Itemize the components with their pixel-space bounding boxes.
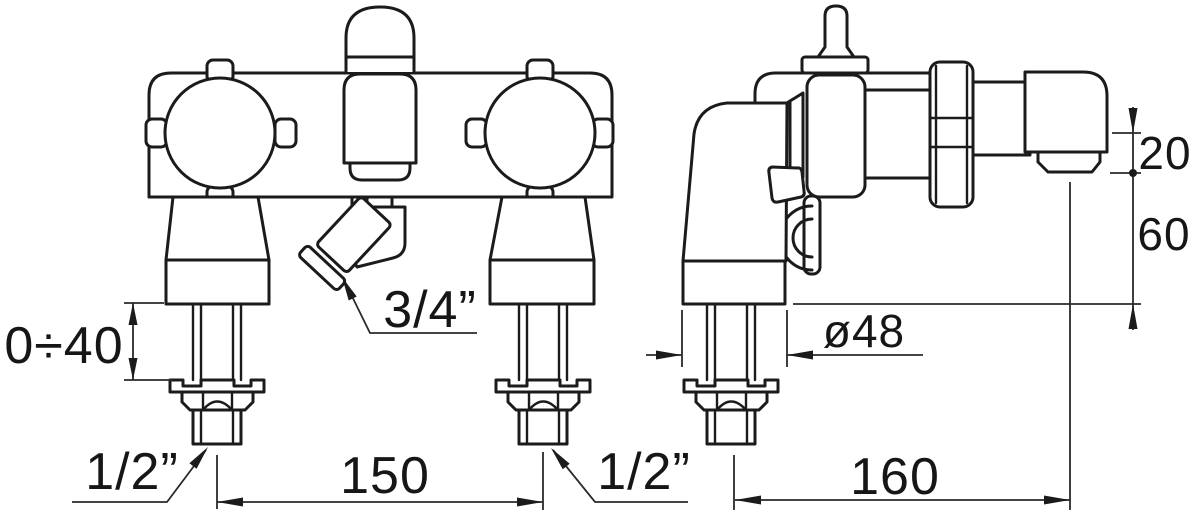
dimension-label-offset-range: 0÷40 [4, 317, 123, 375]
dimension-column-diameter: ø48 [646, 305, 923, 367]
shower-hose-outlet [298, 195, 407, 292]
right-inlet-leg [488, 195, 596, 446]
left-handle [144, 58, 298, 210]
diverter-knob [344, 5, 416, 74]
dimension-hole-spacing: 150 [216, 447, 544, 510]
dimension-offset-range: 0÷40 [4, 302, 172, 381]
dimension-label-hose-thread: 3/4” [383, 281, 477, 339]
side-inlet-shank [682, 302, 780, 446]
dimension-label-spout-height: 60 [1137, 208, 1190, 260]
dimension-label-spout-reach: 160 [850, 448, 940, 506]
dimension-left-inlet-thread: 1/2” [72, 443, 208, 503]
dimension-label-spout-tip-drop: 20 [1138, 127, 1191, 179]
dimension-right-inlet-thread: 1/2” [551, 443, 691, 503]
dimension-hose-thread: 3/4” [342, 277, 477, 339]
side-cartridge [805, 73, 867, 199]
dimension-label-right-inlet: 1/2” [597, 443, 691, 501]
dimension-label-left-inlet: 1/2” [85, 443, 179, 501]
side-view [681, 4, 1109, 446]
diverter-stem [816, 4, 856, 59]
dimension-label-column-diameter: ø48 [823, 305, 905, 357]
spout [971, 70, 1109, 174]
left-inlet-leg [164, 195, 271, 446]
front-view [144, 5, 615, 446]
dimension-spout-reach: 160 [733, 182, 1071, 510]
diverter-cartridge [342, 72, 418, 165]
dimension-spout-heights: 20 60 [793, 107, 1191, 330]
side-leg-column [681, 101, 789, 306]
spout-coupling-nut [928, 60, 975, 209]
dimension-label-hole-spacing: 150 [340, 447, 430, 505]
